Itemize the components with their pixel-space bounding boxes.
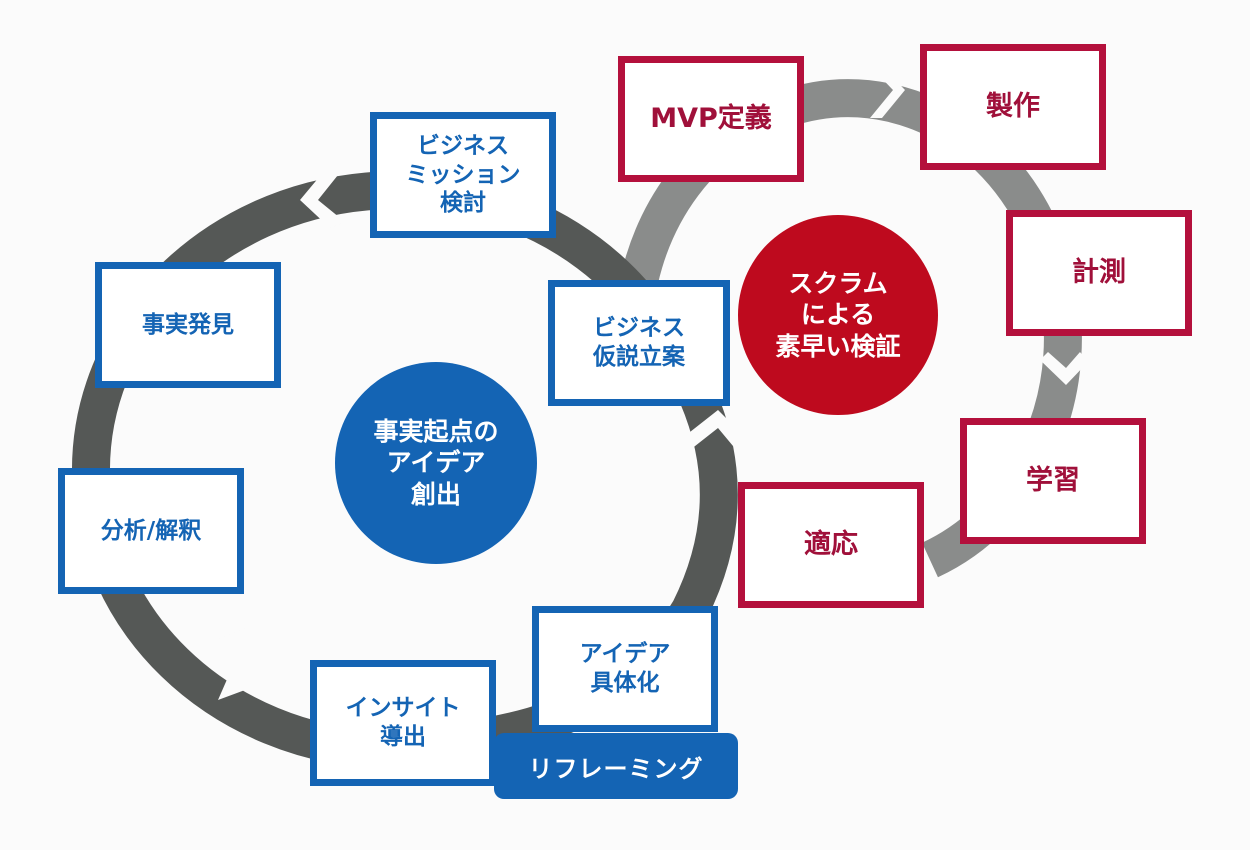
step-mvp-definition: MVP定義 xyxy=(618,56,804,182)
reframing-label: リフレーミング xyxy=(494,733,738,799)
step-business-mission: ビジネス ミッション 検討 xyxy=(370,112,556,238)
step-insight-derivation: インサイト 導出 xyxy=(310,660,496,786)
step-measure: 計測 xyxy=(1006,210,1192,336)
step-idea-concretization: アイデア 具体化 xyxy=(532,606,718,732)
scrum-validation-center: スクラム による 素早い検証 xyxy=(738,215,938,415)
step-adapt: 適応 xyxy=(738,482,924,608)
step-learn: 学習 xyxy=(960,418,1146,544)
step-build: 製作 xyxy=(920,44,1106,170)
step-business-hypothesis: ビジネス 仮説立案 xyxy=(548,280,730,406)
step-fact-discovery: 事実発見 xyxy=(95,262,281,388)
idea-creation-center: 事実起点の アイデア 創出 xyxy=(335,362,537,564)
step-analysis-interpretation: 分析/解釈 xyxy=(58,468,244,594)
